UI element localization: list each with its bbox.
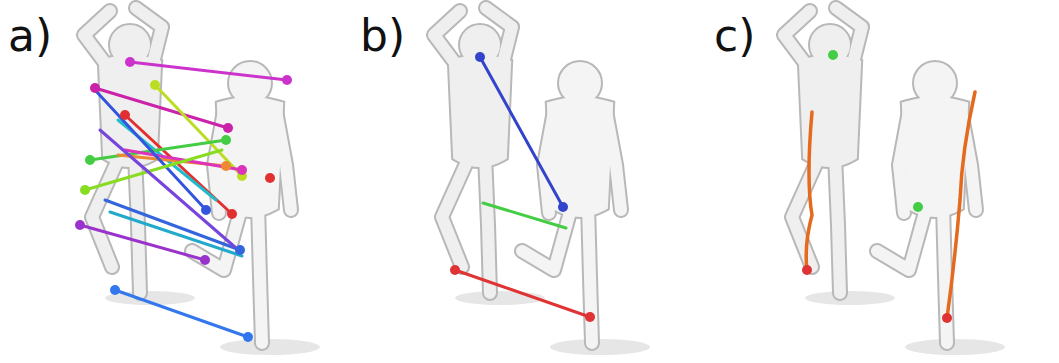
panel-label: b): [360, 14, 405, 58]
surface-paths: [806, 92, 975, 318]
shadows: [105, 291, 1005, 355]
keypoint-dots: [75, 50, 952, 342]
panel-label: c): [714, 14, 755, 58]
correspondence-lines: [80, 57, 590, 337]
panel-label: a): [8, 14, 52, 58]
human-meshes: [84, 8, 976, 343]
